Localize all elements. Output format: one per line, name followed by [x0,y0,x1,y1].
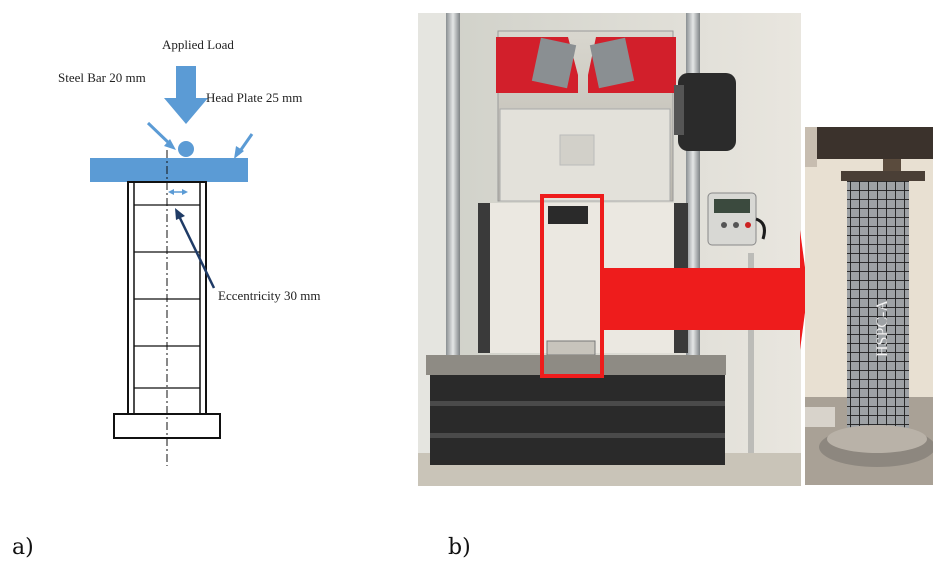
eccentricity-pointer-head [175,208,185,220]
wall-patch [805,127,817,167]
control-knob [733,222,739,228]
control-knob [721,222,727,228]
platen-detail [559,134,595,166]
specimen-photo: HSPC-A [805,127,933,485]
machine-base [426,355,726,375]
arrow-tip [800,230,808,350]
steel-bar [178,141,194,157]
double-arrow-right [182,189,188,195]
upper-head [548,206,588,224]
head-plate-label: Head Plate 25 mm [206,90,303,105]
applied-load-label: Applied Load [162,37,234,52]
cable [755,217,766,240]
grip-jaw-right [589,37,635,89]
pipe [748,253,754,453]
load-arrow-icon [164,66,208,124]
steel-bar-label: Steel Bar 20 mm [58,70,146,85]
grip-jaw-left [531,37,577,89]
eccentricity-pointer [176,213,216,289]
debris [805,407,835,427]
control-stop-button [745,222,751,228]
right-arrow-icon [602,268,801,330]
specimen-marking: HSPC-A [874,300,891,357]
machine-post-left [446,13,460,363]
test-machine-photo [418,13,801,486]
control-display [714,199,750,213]
double-arrow-left [168,189,174,195]
schematic-diagram [90,66,254,466]
specimen-plate [841,171,925,181]
specimen-head-plate [817,127,933,159]
arrow-head [800,230,808,350]
motor [678,73,736,151]
base-stripe [430,401,725,406]
specimen-base-top [827,425,927,453]
specimen-steel-bar [883,159,901,171]
frame-edge-left [478,203,490,353]
lower-platen-body [546,340,596,356]
steel-bar-pointer-head [164,139,176,150]
head-plate [90,158,248,182]
base-block [430,375,725,465]
base-stripe [430,433,725,438]
panel-a-letter: a) [12,535,34,560]
motor-mount [674,85,684,135]
eccentricity-label: Eccentricity 30 mm [218,288,321,303]
head-plate-pointer-head [234,146,244,159]
panel-b-letter: b) [448,535,471,560]
specimen-column [847,181,909,439]
